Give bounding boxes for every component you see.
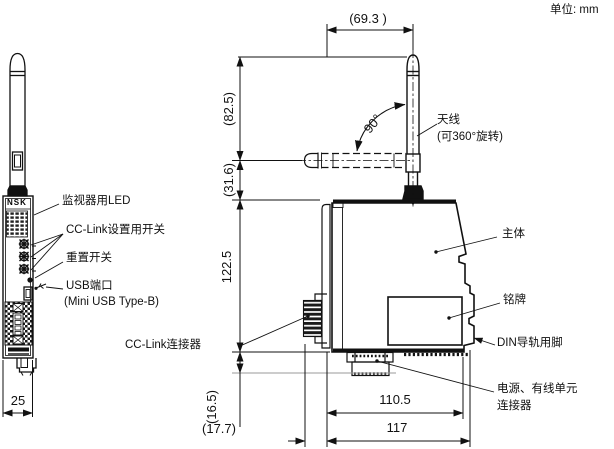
rotary-switches [18, 238, 36, 275]
label-reset-switch: 重置开关 [66, 252, 112, 264]
label-nameplate: 铭牌 [503, 294, 526, 306]
side-view-drawing [297, 49, 475, 377]
front-view-drawing [2, 52, 47, 376]
side-body-outline [331, 202, 475, 353]
label-antenna: 天线 [437, 114, 460, 126]
dim-front-width: 25 [10, 393, 26, 408]
dim-top-width: (69.3 ) [349, 11, 387, 26]
usb-icon [34, 283, 47, 290]
front-antenna-outline [9, 52, 26, 187]
dim-body-height: 122.5 [219, 250, 234, 284]
label-antenna-note: (可360°旋转) [437, 131, 503, 143]
dim-front-depth: (17.7) [202, 421, 236, 436]
leader-lines [30, 123, 501, 393]
reset-button-dot [27, 277, 33, 283]
led-block [6, 210, 28, 238]
dim-total-depth: 117 [386, 420, 408, 435]
label-usb-port-note: (Mini USB Type-B) [64, 296, 160, 308]
dim-body-depth: 110.5 [379, 392, 411, 407]
label-din-foot: DIN导轨用脚 [497, 337, 563, 349]
label-power-connector-line1: 电源、有线单元 [497, 383, 578, 395]
front-body-outline [2, 195, 34, 359]
front-antenna-joint [11, 151, 24, 171]
label-monitor-led: 监视器用LED [62, 195, 131, 207]
front-label-band [8, 347, 29, 352]
nameplate-outline [387, 296, 463, 346]
front-bottom-connector [16, 358, 37, 373]
antenna-rotated-phantom [303, 152, 406, 169]
dim-antenna-length: (82.5) [221, 92, 236, 126]
side-body-bottom-band [333, 348, 464, 353]
dimension-lines [2, 24, 471, 447]
unit-note: 单位: mm [550, 4, 599, 16]
label-power-connector-line2: 连接器 [497, 400, 532, 412]
usb-port-outline [23, 286, 33, 301]
label-usb-port: USB端口 [66, 280, 113, 292]
front-antenna-mount [7, 185, 28, 197]
label-cclink-switches: CC-Link设置用开关 [66, 224, 166, 236]
side-front-panel [321, 203, 331, 349]
label-main-body: 主体 [502, 228, 525, 240]
label-cclink-connector: CC-Link连接器 [125, 339, 202, 351]
angle-arc [355, 102, 406, 152]
brand-logo: NSK [7, 198, 27, 207]
side-body-top-band [333, 199, 456, 204]
cclink-connector-ribs [302, 299, 323, 338]
dim-antenna-offset: (31.6) [221, 163, 236, 197]
power-connector [346, 351, 394, 377]
